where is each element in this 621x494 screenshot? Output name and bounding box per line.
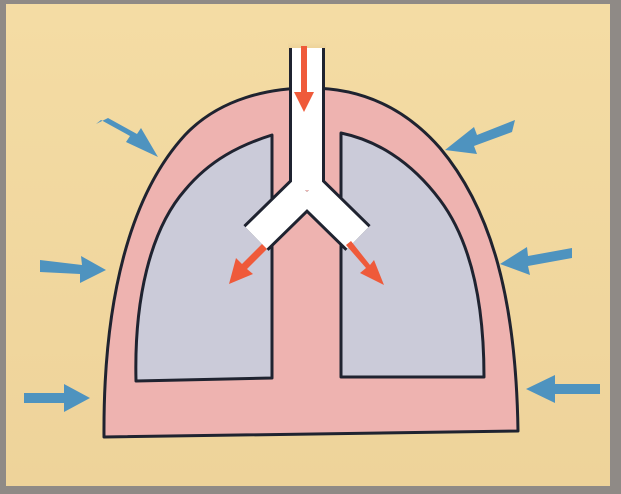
lung-diagram bbox=[0, 0, 621, 494]
